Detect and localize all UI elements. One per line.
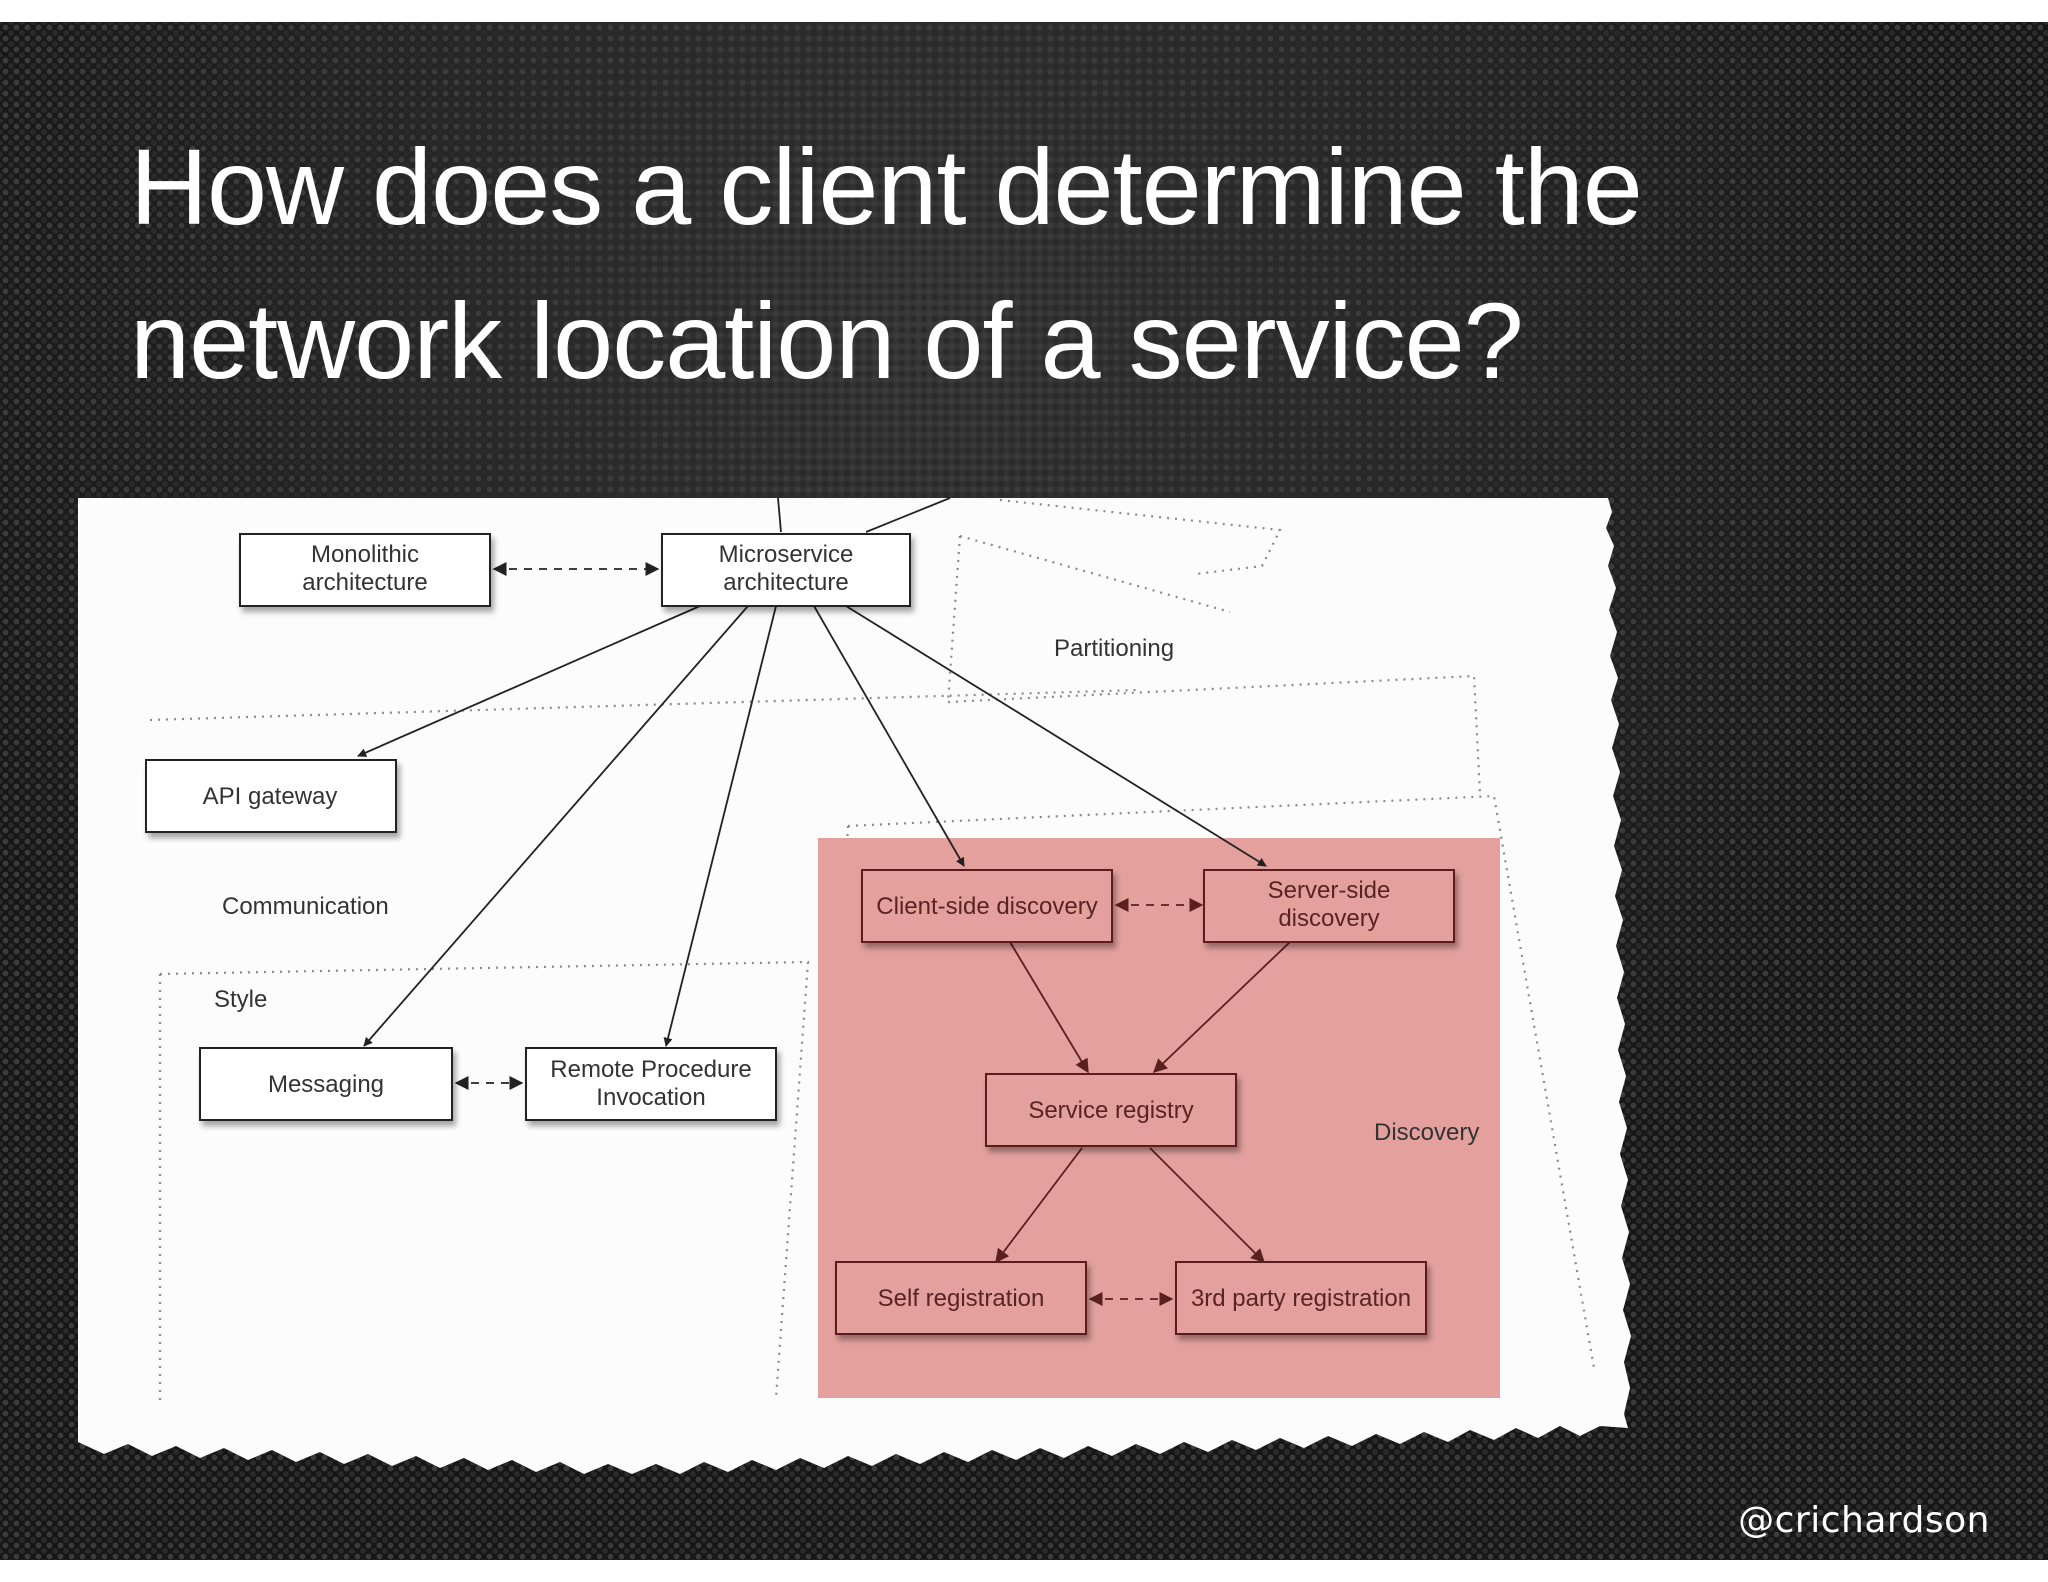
title-line-2: network location of a service?	[130, 280, 1524, 401]
node-self-registration: Self registration	[835, 1261, 1087, 1335]
node-server-side-discovery: Server-side discovery	[1203, 869, 1455, 943]
style-region-border	[158, 960, 810, 1400]
node-third-party-label: 3rd party registration	[1191, 1285, 1411, 1312]
region-label-discovery: Discovery	[1374, 1119, 1479, 1146]
region-label-style: Style	[214, 986, 267, 1013]
author-handle: @crichardson	[1738, 1500, 1990, 1541]
node-client-side-label: Client-side discovery	[876, 893, 1097, 920]
node-rpi: Remote Procedure Invocation	[525, 1047, 777, 1121]
node-monolithic-line-1: Monolithic	[311, 541, 419, 568]
title-line-1: How does a client determine the	[130, 126, 1643, 247]
node-messaging: Messaging	[199, 1047, 453, 1121]
arrow-server-registry	[1152, 941, 1291, 1073]
node-microservice: Microservice architecture	[661, 533, 911, 607]
connectors	[357, 562, 1267, 1090]
node-client-side-discovery: Client-side discovery	[861, 869, 1113, 943]
node-messaging-label: Messaging	[268, 1071, 384, 1098]
arrow-client-registry	[1009, 941, 1089, 1074]
slide-title: How does a client determine the network …	[130, 110, 1643, 418]
node-microservice-line-2: architecture	[723, 569, 848, 596]
node-self-registration-label: Self registration	[878, 1285, 1045, 1312]
region-label-communication: Communication	[222, 893, 389, 920]
arrow-micro-server-side	[845, 605, 1267, 867]
node-registry-label: Service registry	[1028, 1097, 1193, 1124]
arrow-micro-client-side	[813, 605, 965, 867]
node-monolithic-line-2: architecture	[302, 569, 427, 596]
node-api-gateway-label: API gateway	[203, 783, 338, 810]
discovery-region-border	[847, 794, 1596, 1369]
node-service-registry: Service registry	[985, 1073, 1237, 1147]
region-borders	[149, 498, 1596, 1400]
node-microservice-line-1: Microservice	[719, 541, 854, 568]
node-rpi-line-2: Invocation	[596, 1084, 705, 1111]
arrow-micro-rpi	[663, 605, 777, 1047]
arrow-micro-api	[357, 605, 701, 757]
node-server-side-line-2: discovery	[1278, 905, 1379, 932]
node-monolithic: Monolithic architecture	[239, 533, 491, 607]
top-edge-line-1	[777, 497, 782, 533]
region-label-partitioning: Partitioning	[1054, 635, 1174, 662]
node-server-side-line-1: Server-side	[1268, 877, 1391, 904]
arrow-registry-third	[1149, 1147, 1265, 1263]
top-edge-line-2	[865, 497, 951, 533]
arrow-micro-messaging	[363, 605, 749, 1047]
node-rpi-line-1: Remote Procedure	[550, 1056, 751, 1083]
arrow-registry-self	[995, 1147, 1083, 1264]
discovery-connectors	[995, 898, 1291, 1306]
node-third-party-registration: 3rd party registration	[1175, 1261, 1427, 1335]
node-api-gateway: API gateway	[145, 759, 397, 833]
